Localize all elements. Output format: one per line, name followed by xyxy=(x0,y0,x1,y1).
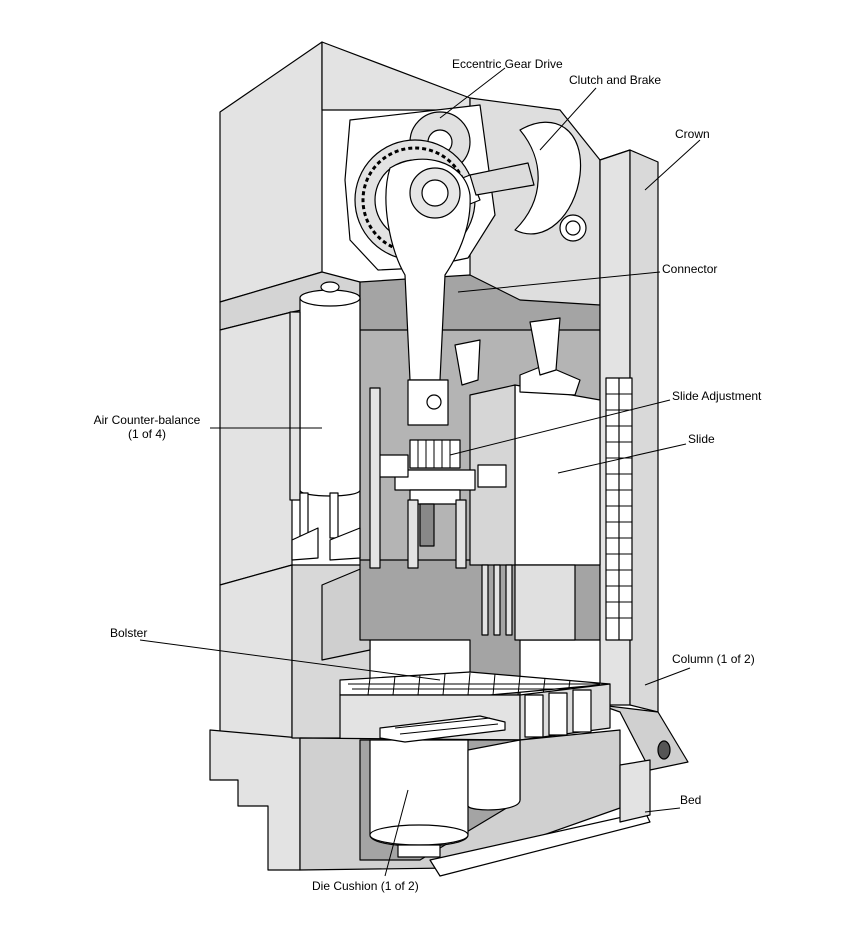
label-bed: Bed xyxy=(680,793,702,807)
label-air-counter-balance-line1: Air Counter-balance xyxy=(93,413,201,427)
slide-adjustment xyxy=(377,439,507,547)
label-bolster: Bolster xyxy=(110,626,148,640)
die-cushion xyxy=(369,715,521,858)
air-counter-balance xyxy=(289,281,361,561)
label-air-counter-balance: Air Counter-balance (1 of 4) xyxy=(84,413,210,441)
lower-frame-bars xyxy=(369,387,513,636)
connector xyxy=(385,158,471,426)
label-clutch-and-brake: Clutch and Brake xyxy=(569,73,662,87)
leader-lines xyxy=(139,67,701,877)
label-slide-adjustment: Slide Adjustment xyxy=(672,389,762,403)
label-eccentric-gear-drive: Eccentric Gear Drive xyxy=(452,57,563,71)
clutch-and-brake xyxy=(469,121,587,242)
label-die-cushion: Die Cushion (1 of 2) xyxy=(312,879,419,893)
label-column: Column (1 of 2) xyxy=(672,652,755,666)
label-crown: Crown xyxy=(675,127,710,141)
slide xyxy=(454,317,601,641)
label-slide: Slide xyxy=(688,432,715,446)
label-connector: Connector xyxy=(662,262,718,276)
right-column xyxy=(599,149,689,771)
label-air-counter-balance-line2: (1 of 4) xyxy=(127,427,166,441)
left-frame xyxy=(209,41,471,871)
